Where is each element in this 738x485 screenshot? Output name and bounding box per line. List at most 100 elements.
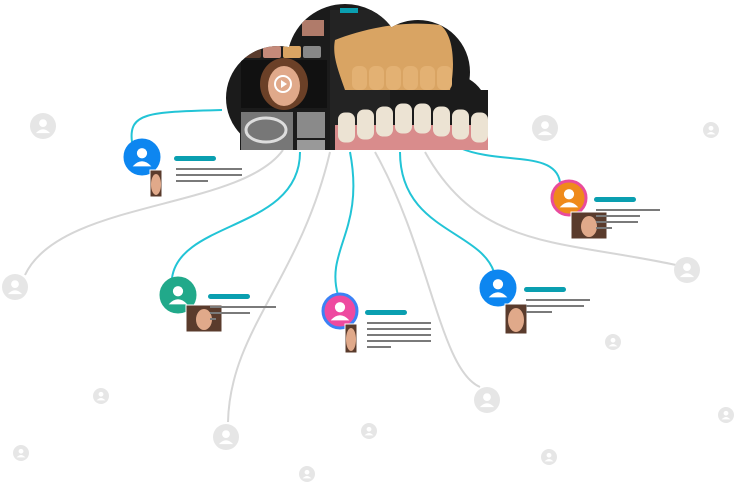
model-tooth: [386, 66, 401, 90]
avatar-body: [132, 161, 152, 167]
active-user-card-user-blue-left: [123, 138, 242, 198]
inactive-connector: [227, 151, 331, 423]
avatar-body: [721, 417, 731, 420]
avatar-ring: [123, 138, 161, 176]
avatar-head: [723, 410, 729, 416]
tooth: [376, 106, 393, 137]
avatar-body: [479, 403, 495, 408]
detail-line: [596, 221, 638, 223]
avatar-body: [302, 476, 312, 479]
tooth: [395, 103, 412, 134]
avatar-head: [304, 469, 310, 475]
detail-line: [367, 340, 431, 342]
avatar-head: [11, 280, 19, 289]
user-name-bar: [174, 156, 216, 161]
tooth: [414, 103, 431, 134]
detail-line: [176, 174, 242, 176]
inactive-user-icon: [213, 424, 239, 450]
avatar-body: [364, 433, 374, 436]
detail-line: [367, 328, 431, 330]
detail-line: [526, 311, 552, 313]
model-tooth: [369, 66, 384, 90]
tooth: [357, 109, 374, 140]
ct-jaw-arch: [244, 116, 288, 144]
user-face: [346, 328, 356, 351]
avatar-head: [18, 448, 24, 454]
active-connector: [334, 151, 355, 296]
detail-line: [176, 180, 208, 182]
avatar-body: [488, 292, 508, 298]
avatar-body: [537, 131, 553, 136]
inactive-user-icon: [2, 274, 28, 300]
active-connector: [171, 151, 301, 279]
user-name-bar: [365, 310, 407, 315]
model-tooth: [352, 66, 367, 90]
active-users: [123, 138, 660, 354]
inactive-user-icon: [605, 334, 621, 350]
avatar-ring: [550, 179, 588, 217]
tooth: [433, 106, 450, 137]
inactive-connector: [424, 151, 677, 266]
user-name-bar: [524, 287, 566, 292]
avatar-body: [7, 290, 23, 295]
detail-line: [596, 209, 660, 211]
avatar-head: [541, 121, 549, 130]
detail-line: [526, 299, 590, 301]
avatar-body: [544, 459, 554, 462]
detail-line: [176, 168, 242, 170]
avatar-body: [16, 455, 26, 458]
inactive-user-icon: [674, 257, 700, 283]
ct-scan-sagittal: [297, 112, 325, 138]
detail-line: [367, 334, 431, 336]
avatar-body: [96, 398, 106, 401]
detail-line: [367, 346, 391, 348]
avatar-ring: [321, 292, 359, 330]
model-tooth: [437, 66, 452, 90]
model-tooth: [403, 66, 418, 90]
inactive-user-icon: [361, 423, 377, 439]
avatar-ring: [479, 269, 517, 307]
active-connector: [130, 109, 223, 143]
detail-line: [596, 227, 612, 229]
inactive-user-icon: [30, 113, 56, 139]
tooth: [452, 109, 469, 140]
user-face: [581, 216, 597, 237]
avatar-body: [168, 299, 188, 305]
user-face: [196, 309, 212, 330]
active-user-card-user-blue-right: [479, 269, 590, 335]
inactive-user-icon: [13, 445, 29, 461]
avatar-body: [218, 440, 234, 445]
inactive-user-icon: [541, 449, 557, 465]
active-connector: [459, 147, 561, 183]
inactive-user-icon: [532, 115, 558, 141]
user-name-bar: [208, 294, 250, 299]
avatar-body: [706, 132, 716, 135]
avatar-body: [559, 202, 579, 208]
inactive-connector: [374, 151, 481, 388]
model-tooth: [420, 66, 435, 90]
connectors: [24, 109, 677, 423]
avatar-ring: [159, 276, 197, 314]
active-connector: [399, 151, 495, 273]
avatar-head: [546, 452, 552, 458]
user-face: [508, 308, 524, 332]
active-user-card-user-green: [159, 276, 276, 333]
detail-line: [367, 322, 431, 324]
thumbnail: [283, 46, 301, 58]
inactive-user-icon: [474, 387, 500, 413]
inactive-user-icon: [718, 407, 734, 423]
avatar-head: [334, 302, 346, 313]
thumbnail: [302, 20, 324, 36]
play-button-icon: [274, 75, 292, 93]
inactive-user-icon: [93, 388, 109, 404]
avatar-body: [679, 273, 695, 278]
inactive-user-icon: [703, 122, 719, 138]
detail-line: [210, 318, 216, 320]
avatar-body: [330, 315, 350, 321]
inactive-connector: [24, 149, 284, 276]
avatar-head: [172, 286, 184, 297]
tooth: [338, 112, 355, 143]
active-user-card-user-orange: [550, 179, 660, 240]
thumbnail: [243, 46, 261, 58]
